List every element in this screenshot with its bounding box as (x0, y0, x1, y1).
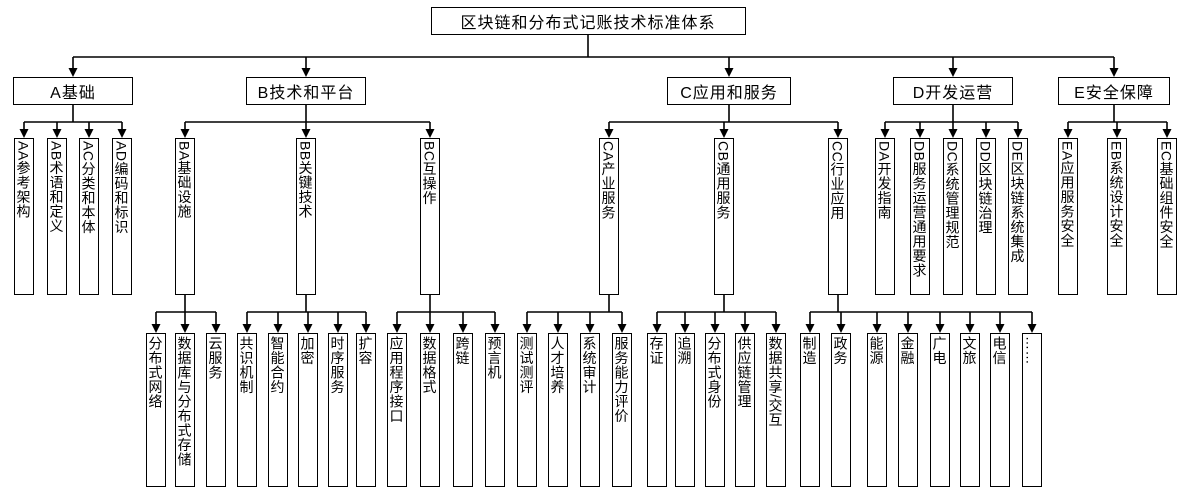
node-ba: BA基础设施 (175, 138, 195, 295)
node-c: C应用和服务 (667, 77, 791, 105)
node-ca3: 系统审计 (580, 333, 600, 487)
node-ac: AC分类和本体 (79, 138, 99, 295)
node-bb: BB关键技术 (296, 138, 316, 295)
node-ba3: 云服务 (206, 333, 226, 487)
node-cc6: 文旅 (960, 333, 980, 487)
node-da: DA开发指南 (875, 138, 895, 295)
node-dd: DD区块链治理 (976, 138, 996, 295)
node-ec: EC基础组件安全 (1157, 138, 1177, 295)
node-bb5: 扩容 (356, 333, 376, 487)
node-ca1: 测试测评 (517, 333, 537, 487)
node-ab: AB术语和定义 (47, 138, 67, 295)
node-cb3: 分布式身份 (705, 333, 725, 487)
node-cb2: 追溯 (675, 333, 695, 487)
node-a: A基础 (13, 77, 133, 105)
node-cc: CC行业应用 (828, 138, 848, 295)
node-cc3: 能源 (867, 333, 887, 487)
node-cc1: 制造 (800, 333, 820, 487)
node-eb: EB系统设计安全 (1107, 138, 1127, 295)
node-cc7: 电信 (990, 333, 1010, 487)
node-ba2: 数据库与分布式存储 (175, 333, 195, 487)
node-bb2: 智能合约 (268, 333, 288, 487)
node-cc8: …… (1022, 333, 1042, 487)
node-ea: EA应用服务安全 (1058, 138, 1078, 295)
node-cc4: 金融 (898, 333, 918, 487)
node-db: DB服务运营通用要求 (910, 138, 930, 295)
node-cb4: 供应链管理 (735, 333, 755, 487)
node-cb: CB通用服务 (714, 138, 734, 295)
node-d: D开发运营 (893, 77, 1013, 105)
node-cc5: 广电 (930, 333, 950, 487)
node-cb1: 存证 (647, 333, 667, 487)
node-b: B技术和平台 (246, 77, 366, 105)
node-ca4: 服务能力评价 (612, 333, 632, 487)
node-e: E安全保障 (1058, 77, 1170, 105)
node-bb4: 时序服务 (328, 333, 348, 487)
node-aa: AA参考架构 (14, 138, 34, 295)
node-bb3: 加密 (298, 333, 318, 487)
node-bc4: 预言机 (485, 333, 505, 487)
node-ba1: 分布式网络 (146, 333, 166, 487)
node-ca2: 人才培养 (548, 333, 568, 487)
node-ad: AD编码和标识 (112, 138, 132, 295)
node-bc3: 跨链 (453, 333, 473, 487)
node-ca: CA产业服务 (599, 138, 619, 295)
node-cb5: 数据共享/交互 (766, 333, 786, 487)
node-bb1: 共识机制 (237, 333, 257, 487)
node-root: 区块链和分布式记账技术标准体系 (430, 7, 746, 35)
node-dc: DC系统管理规范 (943, 138, 963, 295)
node-de: DE区块链系统集成 (1008, 138, 1028, 295)
node-bc: BC互操作 (420, 138, 440, 295)
node-bc1: 应用程序接口 (387, 333, 407, 487)
node-bc2: 数据格式 (420, 333, 440, 487)
node-cc2: 政务 (831, 333, 851, 487)
